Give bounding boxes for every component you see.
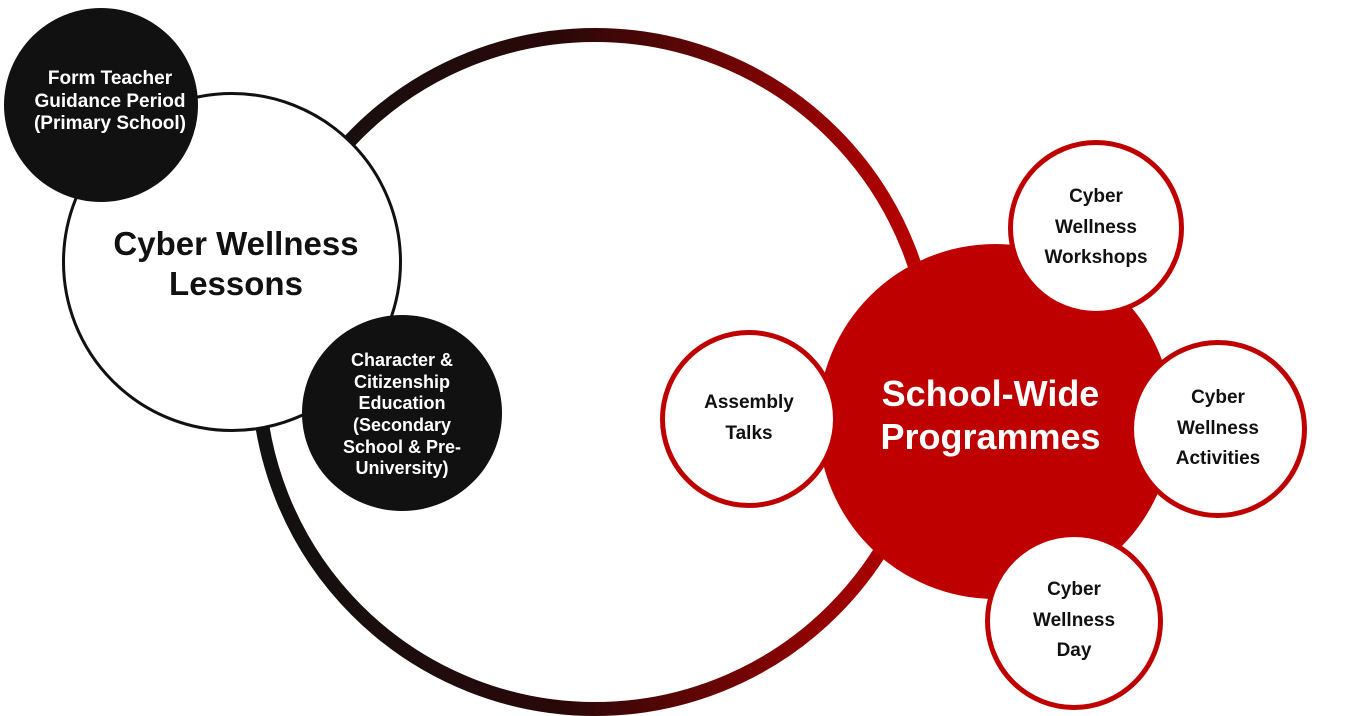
cyber-wellness-activities-label: Cyber Wellness Activities (1175, 386, 1261, 470)
cyber-wellness-workshops-label: Cyber Wellness Workshops (1044, 185, 1148, 269)
form-teacher-guidance-label: Form Teacher Guidance Period (Primary Sc… (33, 67, 187, 135)
cyber-wellness-day-label: Cyber Wellness Day (1032, 578, 1116, 662)
cyber-wellness-lessons-label: Cyber Wellness Lessons (113, 225, 359, 302)
assembly-talks-circle: Assembly Talks (660, 330, 838, 508)
school-wide-programmes-label: School-Wide Programmes (880, 373, 1101, 457)
assembly-talks-label: Assembly Talks (704, 392, 794, 444)
cyber-wellness-workshops-circle: Cyber Wellness Workshops (1008, 140, 1184, 316)
form-teacher-guidance-circle: Form Teacher Guidance Period (Primary Sc… (4, 8, 198, 202)
character-citizenship-circle: Character & Citizenship Education (Secon… (302, 315, 502, 511)
character-citizenship-label: Character & Citizenship Education (Secon… (342, 350, 462, 479)
cyber-wellness-activities-circle: Cyber Wellness Activities (1129, 340, 1307, 518)
cyber-wellness-day-circle: Cyber Wellness Day (985, 532, 1163, 710)
